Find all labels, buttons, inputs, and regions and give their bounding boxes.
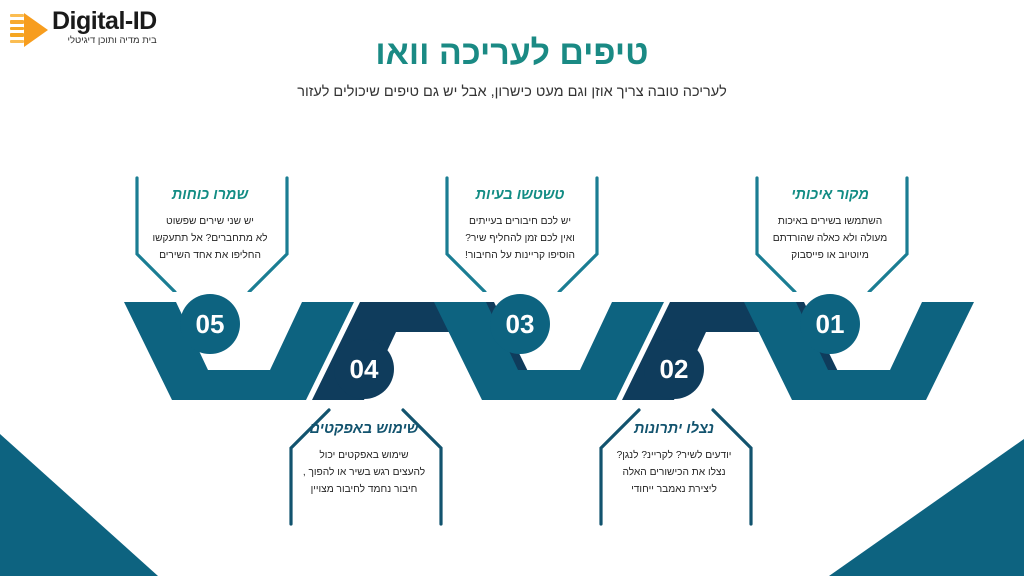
- card-heading-03: טשטשו בעיות: [475, 187, 565, 203]
- step-card-02[interactable]: נצלו יתרונות יודעים לשיר? לקריינ? לנגן? …: [595, 408, 753, 526]
- card-body-01: השתמשו בשירים באיכות מעולה ולא כאלה שהור…: [772, 216, 888, 261]
- bottom-right-triangle-decoration: [829, 439, 1024, 576]
- step-number-05: 05: [195, 308, 225, 339]
- card-heading-05: שמרו כוחות: [171, 187, 249, 203]
- page-subtitle: לעריכה טובה צריך אוזן וגם מעט כישרון, אב…: [297, 84, 727, 100]
- card-heading-02: נצלו יתרונות: [633, 421, 715, 437]
- step-node-02[interactable]: 02: [644, 339, 704, 399]
- step-card-01[interactable]: מקור איכותי השתמשו בשירים באיכות מעולה ו…: [751, 170, 909, 292]
- step-card-03[interactable]: טשטשו בעיות יש לכם חיבורים בעייתים ואין …: [441, 170, 599, 292]
- step-node-03[interactable]: 03: [490, 294, 550, 354]
- card-body-03: יש לכם חיבורים בעייתים ואין לכם זמן להחל…: [465, 216, 575, 261]
- page-title: טיפים לעריכה וואו: [375, 34, 649, 72]
- logo-bars-icon: [10, 14, 24, 43]
- card-heading-01: מקור איכותי: [791, 187, 869, 203]
- card-body-05: יש שני שירים שפשוט לא מתחברים? אל תתעקשו…: [152, 216, 268, 261]
- play-triangle-icon: [10, 11, 48, 51]
- brand-tagline: בית מדיה ותוכן דיגיטלי: [67, 35, 157, 46]
- step-number-03: 03: [505, 308, 535, 339]
- card-body-04: שימוש באפקטים יכול להעצים רגש בשיר או לה…: [302, 450, 426, 495]
- card-bracket-02: [599, 408, 753, 526]
- step-number-02: 02: [659, 353, 689, 384]
- card-heading-04: שימוש באפקטים: [309, 421, 419, 437]
- step-node-01[interactable]: 01: [800, 294, 860, 354]
- brand-name: Digital-ID: [52, 7, 157, 35]
- step-number-01: 01: [815, 308, 845, 339]
- card-bracket-01: [755, 176, 909, 292]
- step-number-04: 04: [349, 353, 379, 384]
- step-node-05[interactable]: 05: [180, 294, 240, 354]
- card-bracket-03: [445, 176, 599, 292]
- step-node-04[interactable]: 04: [334, 339, 394, 399]
- header: טיפים לעריכה וואו לעריכה טובה צריך אוזן …: [0, 32, 1024, 102]
- step-card-04[interactable]: שימוש באפקטים שימוש באפקטים יכול להעצים …: [285, 408, 443, 526]
- bottom-left-triangle-decoration: [0, 434, 158, 576]
- card-bracket-05: [135, 176, 289, 292]
- step-card-05[interactable]: שמרו כוחות יש שני שירים שפשוט לא מתחברים…: [131, 170, 289, 292]
- brand-logo: Digital-ID בית מדיה ותוכן דיגיטלי: [10, 8, 157, 51]
- card-bracket-04: [289, 408, 443, 526]
- card-body-02: יודעים לשיר? לקריינ? לנגן? נצלו את הכישו…: [616, 450, 732, 495]
